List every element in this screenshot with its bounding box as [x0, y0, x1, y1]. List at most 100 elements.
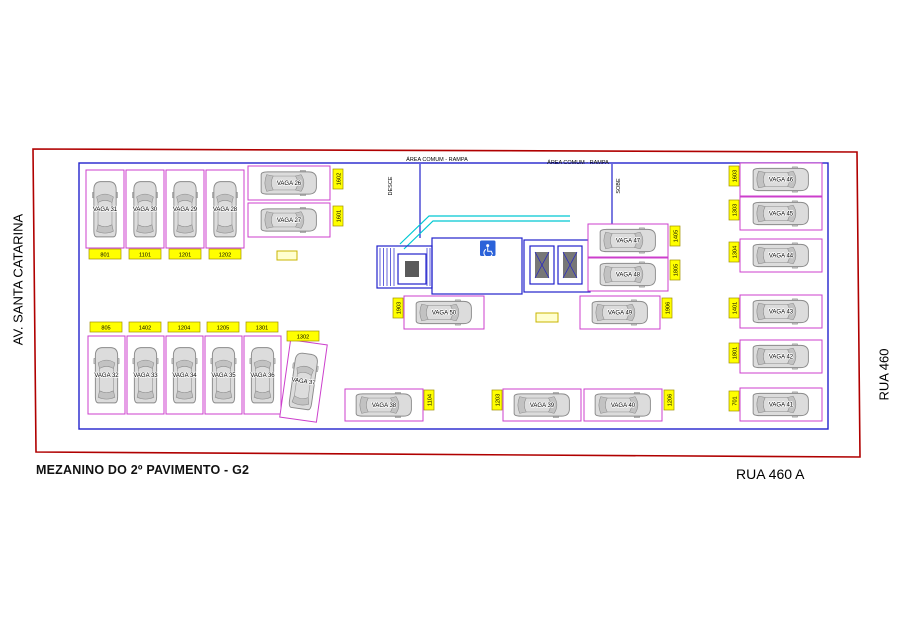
ramp-edge-line [399, 215, 570, 245]
lobby-block [431, 237, 523, 295]
unit-tag-label: 1202 [219, 252, 231, 258]
stall-label: VAGA 39 [530, 403, 555, 409]
unit-tag: 801 [88, 248, 122, 260]
unit-tag-label: 1204 [178, 325, 190, 331]
parking-stall: VAGA 34 [165, 335, 204, 415]
parking-stall: VAGA 29 [165, 169, 205, 249]
unit-tag: 1801 [728, 342, 740, 364]
shaft-fill [405, 261, 419, 277]
stall-label: VAGA 46 [769, 178, 794, 184]
unit-tag-label: 1402 [139, 325, 151, 331]
unit-tag: 1903 [392, 297, 404, 319]
parking-stall: VAGA 42 [739, 339, 823, 374]
unit-tag: 1602 [332, 168, 344, 190]
street-label-bottom: RUA 460 A [736, 466, 805, 482]
stall-label: VAGA 29 [173, 207, 198, 213]
stall-label: VAGA 49 [608, 311, 633, 317]
unit-tag-label: 701 [732, 396, 738, 405]
stall-label: VAGA 40 [611, 403, 636, 409]
unit-tag: 1303 [728, 199, 740, 221]
unit-tag: 1304 [728, 241, 740, 263]
parking-stall: VAGA 32 [87, 335, 126, 415]
parking-stall: VAGA 28 [205, 169, 245, 249]
building-outline [78, 162, 829, 430]
parking-stall: VAGA 35 [204, 335, 243, 415]
unit-tag-label: 1104 [427, 394, 433, 406]
page-title: MEZANINO DO 2º PAVIMENTO - G2 [36, 463, 250, 477]
stall-label: VAGA 27 [277, 218, 302, 224]
unit-tag-label: 1205 [217, 325, 229, 331]
ramp-and-core [376, 164, 613, 295]
parking-stall: VAGA 40 [583, 388, 663, 422]
parking-stall: VAGA 46 [739, 162, 823, 197]
unit-tag: 1202 [208, 248, 242, 260]
unit-tag: 1203 [491, 389, 503, 411]
parking-stall: VAGA 37 [279, 339, 328, 423]
unit-tag-label: 1302 [297, 334, 309, 340]
property-boundary [32, 148, 861, 458]
unit-tag: 1205 [206, 321, 240, 333]
stall-label: VAGA 44 [769, 254, 794, 260]
unit-tag-label: 1304 [732, 246, 738, 258]
unit-tag-label: 1601 [336, 210, 342, 222]
unit-tag-label: 805 [101, 325, 110, 331]
unit-tag: 1402 [128, 321, 162, 333]
accessible-parking-icon [480, 240, 496, 258]
unit-tag: 1101 [128, 248, 162, 260]
stall-label: VAGA 31 [93, 207, 118, 213]
unit-tag: 1603 [728, 165, 740, 187]
stall-label: VAGA 42 [769, 355, 794, 361]
unit-tag: 701 [728, 390, 740, 412]
parking-stall: VAGA 36 [243, 335, 282, 415]
stall-label: VAGA 45 [769, 212, 794, 218]
unit-tag-label: 1401 [732, 302, 738, 314]
desce-label: DESCE [388, 176, 394, 195]
parking-stall: VAGA 45 [739, 196, 823, 231]
stall-label: VAGA 36 [250, 373, 275, 379]
unit-tag: 1401 [728, 297, 740, 319]
parking-stall: VAGA 31 [85, 169, 125, 249]
parking-stall: VAGA 49 [579, 295, 661, 330]
stall-label: VAGA 43 [769, 310, 794, 316]
unit-tag: 1805 [669, 259, 681, 281]
parking-stall: VAGA 44 [739, 238, 823, 273]
unit-tag-label: 1602 [336, 173, 342, 185]
stairs-treads [379, 248, 431, 286]
unit-tag: 1601 [332, 205, 344, 227]
area-comum-rampa-right-label: ÁREA COMUM - RAMPA [547, 159, 609, 166]
unit-tag: 1906 [661, 297, 673, 319]
parking-stall: VAGA 50 [403, 295, 485, 330]
stall-label: VAGA 38 [372, 403, 397, 409]
stall-label: VAGA 48 [616, 273, 641, 279]
unit-tag-label: 1303 [732, 204, 738, 216]
unit-tag-label: 1805 [673, 264, 679, 276]
sobe-label: SOBE [616, 178, 622, 194]
parking-stall: VAGA 39 [502, 388, 582, 422]
unit-tag: 1204 [167, 321, 201, 333]
structural-columns [276, 250, 559, 323]
unit-tag: 1302 [286, 330, 320, 342]
unit-tag-label: 1906 [665, 302, 671, 314]
unit-tag: 1206 [663, 389, 675, 411]
stall-label: VAGA 35 [211, 373, 236, 379]
elevator-icon [557, 245, 583, 285]
column-marker [535, 312, 559, 323]
unit-tag: 1301 [245, 321, 279, 333]
unit-tag-label: 1203 [495, 394, 501, 406]
unit-tag-label: 1405 [673, 230, 679, 242]
street-label-right: RUA 460 [876, 348, 892, 401]
parking-stall: VAGA 30 [125, 169, 165, 249]
parking-stall: VAGA 41 [739, 387, 823, 422]
stall-label: VAGA 26 [277, 181, 302, 187]
parking-stall: VAGA 27 [247, 202, 331, 238]
ramp-edge-line [403, 220, 570, 250]
stairs-block [376, 245, 433, 289]
stair-core-wall [397, 253, 427, 285]
unit-tag: 1405 [669, 225, 681, 247]
unit-tag-label: 1903 [396, 302, 402, 314]
unit-tag: 1104 [423, 389, 435, 411]
street-label-left: AV. SANTA CATARINA [10, 213, 26, 346]
stall-label: VAGA 37 [291, 377, 316, 386]
